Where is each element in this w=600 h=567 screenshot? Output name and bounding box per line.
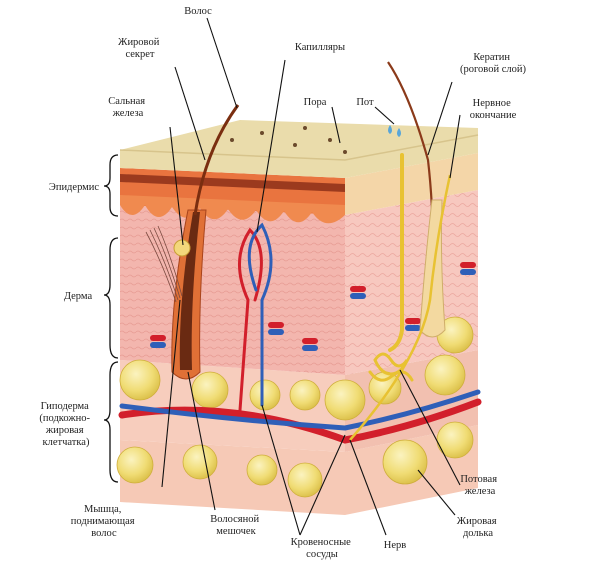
label-hair-follicle: Волосяной мешочек xyxy=(210,514,261,537)
nerve-fiber xyxy=(349,174,452,441)
hair-follicle xyxy=(171,209,207,380)
label-epidermis: Эпидермис xyxy=(49,182,100,193)
skin-surface xyxy=(120,120,478,178)
label-pore: Пора xyxy=(304,97,327,108)
label-sebaceous-gland: Сальная железа xyxy=(108,96,148,119)
leader-lines xyxy=(161,17,461,536)
sweat-drops xyxy=(388,125,401,137)
capillary-red xyxy=(238,227,263,412)
label-sebum: Жировой секрет xyxy=(118,37,162,60)
papillae xyxy=(120,195,345,224)
fat-lobules xyxy=(116,316,474,498)
arrector-muscle xyxy=(145,225,183,303)
pores xyxy=(230,126,347,154)
vein xyxy=(119,389,481,431)
artery xyxy=(118,398,482,444)
skin-surface-edge xyxy=(119,134,479,161)
label-keratin: Кератин (роговой слой) xyxy=(460,52,526,75)
layer-braces xyxy=(103,154,119,483)
sebaceous-gland-shape xyxy=(173,239,191,257)
labels: Волос Жировой секрет Капилляры Кератин (… xyxy=(39,6,526,560)
label-sweat-gland: Потовая железа xyxy=(460,474,499,497)
epidermis-side xyxy=(345,153,478,215)
hypodermis-front xyxy=(120,360,345,452)
capillary-blue xyxy=(247,222,273,407)
label-nerve: Нерв xyxy=(384,540,406,551)
label-capillaries: Капилляры xyxy=(295,42,345,53)
hair-shaft xyxy=(193,104,240,216)
label-sweat: Пот xyxy=(356,97,374,108)
epidermis-dark-band xyxy=(120,174,345,192)
vessel-sections xyxy=(150,262,476,351)
blood-vessels xyxy=(118,222,482,444)
label-hair: Волос xyxy=(184,6,212,17)
label-blood-vessels: Кровеносные сосуды xyxy=(291,537,354,560)
label-hypodermis: Гиподерма (подкожно- жировая клетчатка) xyxy=(39,401,92,448)
label-dermis: Дерма xyxy=(64,291,93,302)
label-fat-lobule: Жировая долька xyxy=(457,516,499,539)
label-nerve-ending: Нервное окончание xyxy=(470,98,517,121)
label-arrector-muscle: Мышца, поднимающая волос xyxy=(71,504,137,539)
